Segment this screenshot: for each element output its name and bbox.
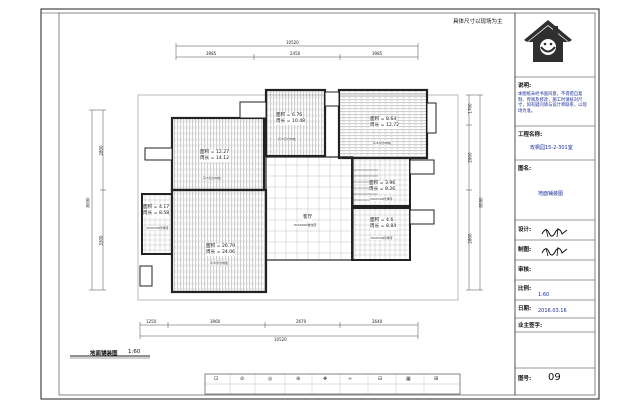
drafter-signature — [541, 246, 568, 257]
drawing-name-value: 地面铺装图 — [538, 191, 564, 197]
living-label: 客厅 — [303, 215, 313, 221]
room-4-perimeter: 周长 = 8.58 — [143, 211, 170, 217]
draw-label: 制图: — [518, 247, 532, 253]
room-kitchen — [141, 193, 173, 255]
design-label: 设计: — [518, 227, 532, 233]
owner-label: 业主签字: — [518, 323, 543, 329]
date-value: 2016.03.16 — [538, 308, 567, 314]
room-6-area: 面积 = 4.6 — [370, 218, 394, 224]
dim-top-total: 10520 — [286, 40, 299, 45]
plan-title-scale: 1:60 — [128, 349, 141, 355]
room-4-area: 面积 = 4.17 — [143, 205, 170, 211]
room-4-floor: 300X300防滑砖 — [146, 226, 169, 230]
legend-grid-icon: ▦ — [406, 376, 411, 382]
dim-bottom-2: 3960 — [210, 319, 221, 324]
legend-strip-icon: ⊟ — [378, 376, 383, 382]
dim-top-1: 3985 — [206, 51, 217, 56]
outer-border — [40, 8, 600, 400]
drawing-name-label: 图名: — [518, 166, 532, 172]
title-block — [514, 12, 596, 396]
header-note: 具体尺寸以现场为主 — [453, 19, 503, 25]
room-5-perimeter: 周长 = 8.26 — [369, 187, 396, 193]
room-7-perimeter: 周长 = 24.06 — [206, 250, 236, 256]
room-5-area: 面积 = 3.96 — [369, 181, 396, 187]
legend-spot-icon: ✥ — [323, 376, 328, 382]
room-1-floor: 实木复合地板 — [203, 176, 222, 180]
dim-right-1: 1700 — [467, 103, 473, 114]
room-5-floor: 300X300防滑砖 — [370, 197, 393, 201]
room-bedroom-3 — [170, 188, 268, 294]
legend-vent-icon: ⊞ — [434, 376, 439, 382]
dim-top-2: 2450 — [290, 51, 301, 56]
plan-title: 地面铺装图 — [90, 351, 118, 357]
sheet-no-value: 09 — [548, 372, 561, 383]
room-7-floor: 实木复合地板 — [210, 261, 229, 265]
date-label: 日期: — [518, 306, 532, 312]
dim-left-1: 2800 — [98, 145, 104, 156]
remarks-label: 说明: — [518, 83, 532, 89]
dim-top-3: 3985 — [372, 51, 383, 56]
designer-signature — [541, 227, 568, 238]
dimension-lines — [89, 43, 483, 339]
room-3-area: 面积 = 8.64 — [370, 117, 397, 123]
legend-light-icon: ◎ — [268, 376, 273, 382]
project-value: 玫枫园15-2-301室 — [530, 145, 573, 151]
room-1-area: 面积 = 12.27 — [200, 150, 230, 156]
dim-right-4: 2800 — [467, 233, 473, 244]
remarks-text: 本图纸未经书面同意，不得擅自复制、传阅及修改，施工时请核对尺寸，如有疑问请与设计… — [518, 92, 587, 114]
scale-value: 1:60 — [538, 292, 550, 298]
legend-switch-icon: ⊘ — [240, 376, 245, 382]
room-3-perimeter: 周长 = 12.72 — [370, 123, 400, 129]
dim-bottom-4: 2640 — [372, 319, 383, 324]
living-floor-label: 800X800玻化砖 — [294, 223, 317, 227]
legend-wave-icon: ≈ — [348, 376, 353, 382]
legend-socket-icon: ⊡ — [214, 376, 219, 382]
room-living — [265, 156, 354, 261]
room-1-perimeter: 周长 = 14.12 — [200, 156, 230, 162]
sheet-no-label: 图号: — [518, 376, 532, 382]
dim-right-2: 2900 — [467, 152, 473, 163]
room-6-floor: 300X300防滑砖 — [370, 236, 393, 240]
dim-bottom-3: 2670 — [296, 319, 307, 324]
company-logo-icon — [524, 20, 572, 62]
room-3-floor: 实木复合地板 — [373, 141, 392, 145]
dim-left-3: 3300 — [98, 235, 104, 246]
dim-bottom-1: 1250 — [146, 319, 157, 324]
project-label: 工程名称: — [518, 132, 543, 138]
review-label: 审核: — [518, 267, 532, 273]
room-7-area: 面积 = 26.79 — [206, 244, 236, 250]
room-6-perimeter: 周长 = 8.84 — [370, 224, 397, 230]
room-2-floor: 实木复合地板 — [278, 137, 297, 141]
floor-plan — [137, 88, 459, 301]
plan-title-underline — [70, 355, 150, 359]
room-2-area: 面积 = 6.76 — [276, 113, 303, 119]
dim-left-2: 8090 — [85, 197, 91, 208]
dim-bottom-total: 10520 — [274, 337, 287, 342]
scale-label: 比例: — [518, 286, 532, 292]
legend-fan-icon: ⊕ — [296, 376, 301, 382]
room-2-perimeter: 周长 = 10.48 — [276, 119, 306, 125]
room-bath-2 — [351, 207, 411, 261]
dim-right-3: 8090 — [478, 197, 484, 208]
